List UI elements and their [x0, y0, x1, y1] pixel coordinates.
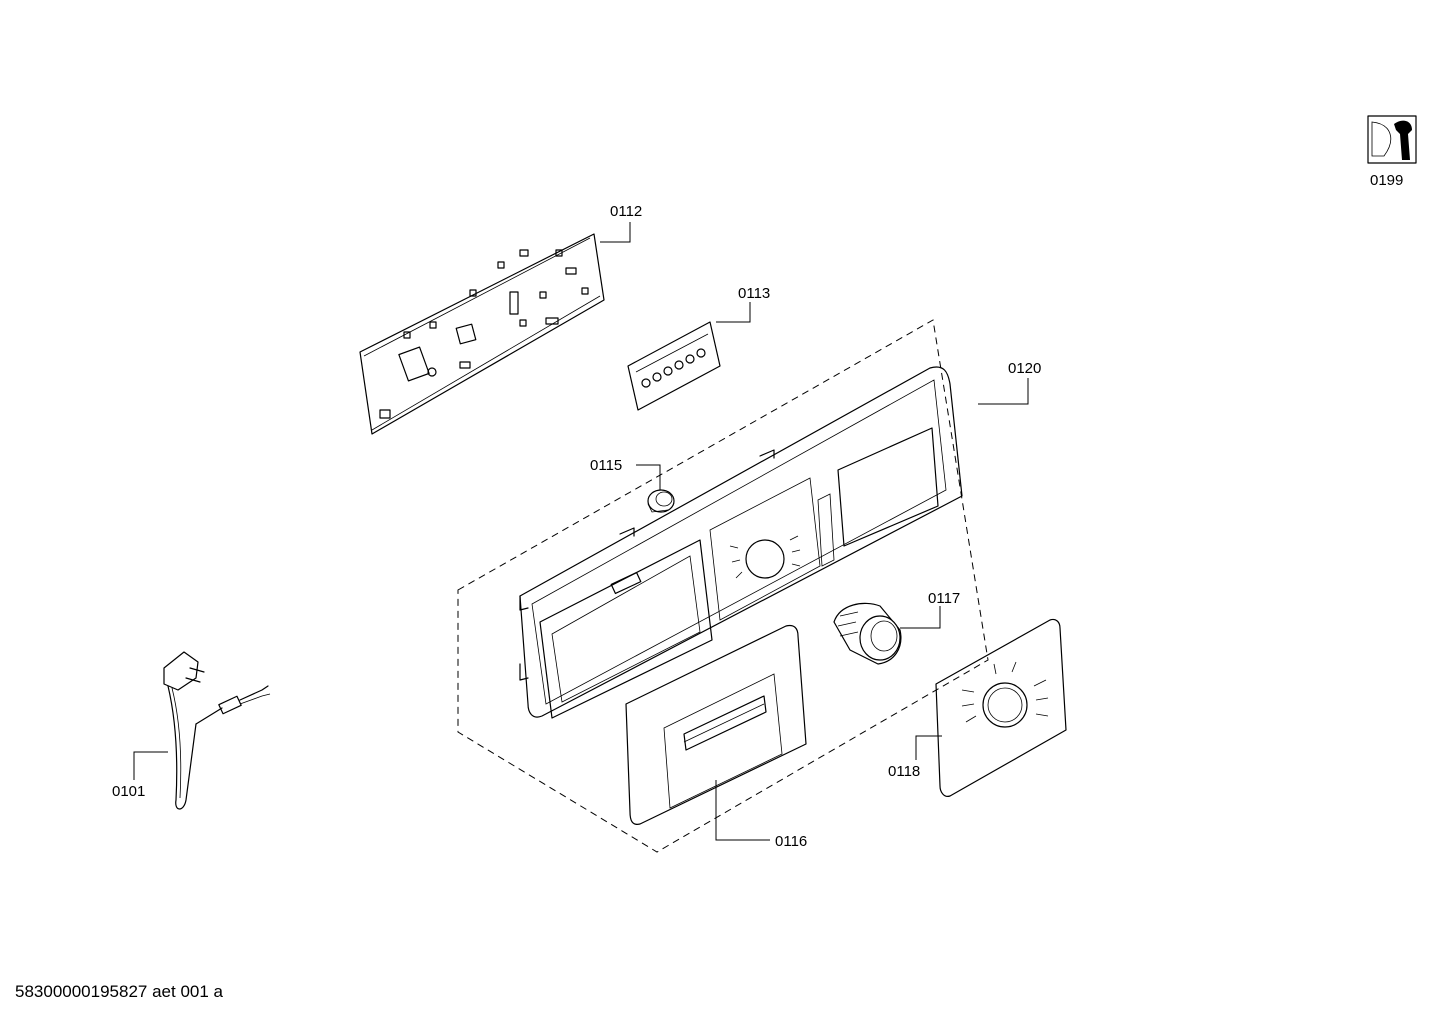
part-label-0118: 0118 [888, 763, 920, 780]
part-label-0115: 0115 [590, 457, 622, 474]
power-cord-with-plug [163, 651, 271, 810]
part-label-0117: 0117 [928, 590, 960, 607]
part-labels: 0199 0112 0113 0120 0115 0117 0118 0116 … [112, 172, 1403, 850]
dispenser-handle [625, 624, 807, 825]
part-label-0101: 0101 [112, 783, 145, 800]
assembly-boundary-0120 [457, 319, 989, 853]
rotary-knob [833, 602, 902, 665]
part-label-0120: 0120 [1008, 360, 1041, 377]
push-button [647, 489, 675, 513]
dial-cover-panel [935, 618, 1067, 797]
part-label-0199: 0199 [1370, 172, 1403, 189]
front-fascia-panel [519, 366, 963, 719]
part-label-0116: 0116 [775, 833, 807, 850]
control-pcb [359, 233, 605, 435]
drawing-code: 58300000195827 aet 001 a [15, 982, 223, 1001]
part-label-0113: 0113 [738, 285, 770, 302]
part-label-0112: 0112 [610, 203, 642, 220]
leader-lines [133, 222, 1029, 841]
display-board [627, 321, 721, 411]
service-tool-icon [1367, 115, 1417, 164]
